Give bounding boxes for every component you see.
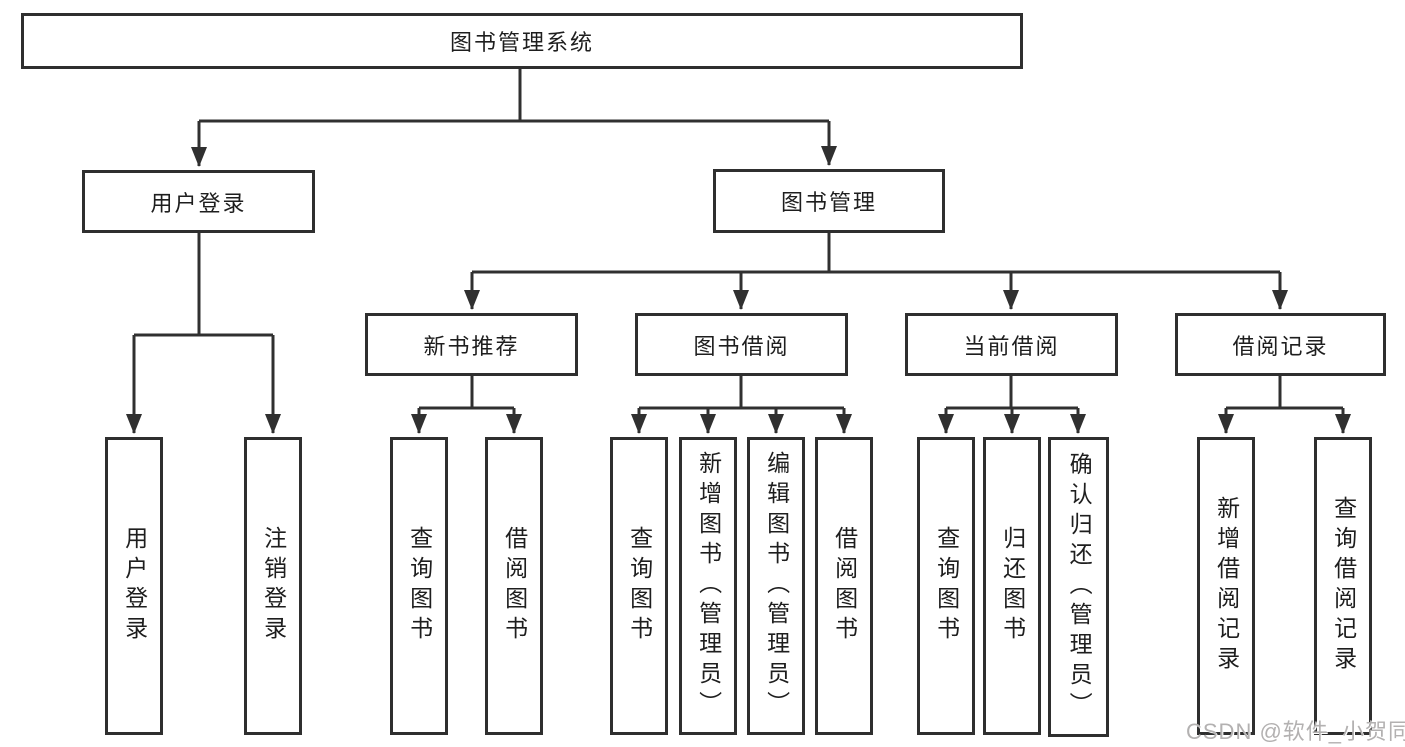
node-leaf-query-books-2: 查询图书 — [610, 437, 668, 735]
node-leaf-edit-books-admin: 编辑图书（管理员） — [747, 437, 805, 735]
node-leaf-confirm-return-admin: 确认归还（管理员） — [1048, 437, 1109, 737]
node-book-borrowing: 图书借阅 — [635, 313, 848, 376]
node-root-library-system: 图书管理系统 — [21, 13, 1023, 69]
node-leaf-query-borrow-record: 查询借阅记录 — [1314, 437, 1372, 735]
node-leaf-add-borrow-record: 新增借阅记录 — [1197, 437, 1255, 735]
node-leaf-user-login: 用户登录 — [105, 437, 163, 735]
csdn-watermark: CSDN @软件_小贺同学 — [1186, 719, 1405, 744]
node-label: 图书借阅 — [693, 333, 790, 359]
node-leaf-borrow-books-2: 借阅图书 — [815, 437, 873, 735]
node-current-borrowing: 当前借阅 — [905, 313, 1118, 376]
node-label: 图书管理 — [780, 190, 877, 215]
node-label: 用户登录 — [121, 526, 148, 646]
node-user-login: 用户登录 — [82, 170, 315, 233]
node-label: 当前借阅 — [963, 333, 1060, 359]
node-label: 借阅记录 — [1232, 333, 1329, 359]
node-leaf-borrow-books-1: 借阅图书 — [485, 437, 543, 735]
node-label: 新增图书（管理员） — [695, 451, 722, 721]
node-book-management: 图书管理 — [713, 169, 945, 233]
node-label: 查询图书 — [406, 526, 433, 646]
node-label: 查询借阅记录 — [1330, 496, 1357, 676]
node-label: 归还图书 — [999, 526, 1026, 646]
node-label: 借阅图书 — [831, 526, 858, 646]
node-label: 注销登录 — [260, 526, 287, 646]
node-label: 借阅图书 — [501, 526, 528, 646]
node-leaf-query-books-3: 查询图书 — [917, 437, 975, 735]
node-label: 新增借阅记录 — [1213, 496, 1240, 676]
node-new-book-recommend: 新书推荐 — [365, 313, 578, 376]
node-leaf-logout: 注销登录 — [244, 437, 302, 735]
node-borrowing-records: 借阅记录 — [1175, 313, 1386, 376]
node-label: 图书管理系统 — [449, 30, 594, 55]
node-label: 新书推荐 — [423, 333, 520, 359]
node-leaf-add-books-admin: 新增图书（管理员） — [679, 437, 737, 735]
node-label: 查询图书 — [933, 526, 960, 646]
node-label: 查询图书 — [626, 526, 653, 646]
node-leaf-query-books-1: 查询图书 — [390, 437, 448, 735]
node-leaf-return-books: 归还图书 — [983, 437, 1041, 735]
node-label: 确认归还（管理员） — [1066, 452, 1093, 722]
node-label: 编辑图书（管理员） — [763, 451, 790, 721]
node-label: 用户登录 — [150, 190, 247, 216]
